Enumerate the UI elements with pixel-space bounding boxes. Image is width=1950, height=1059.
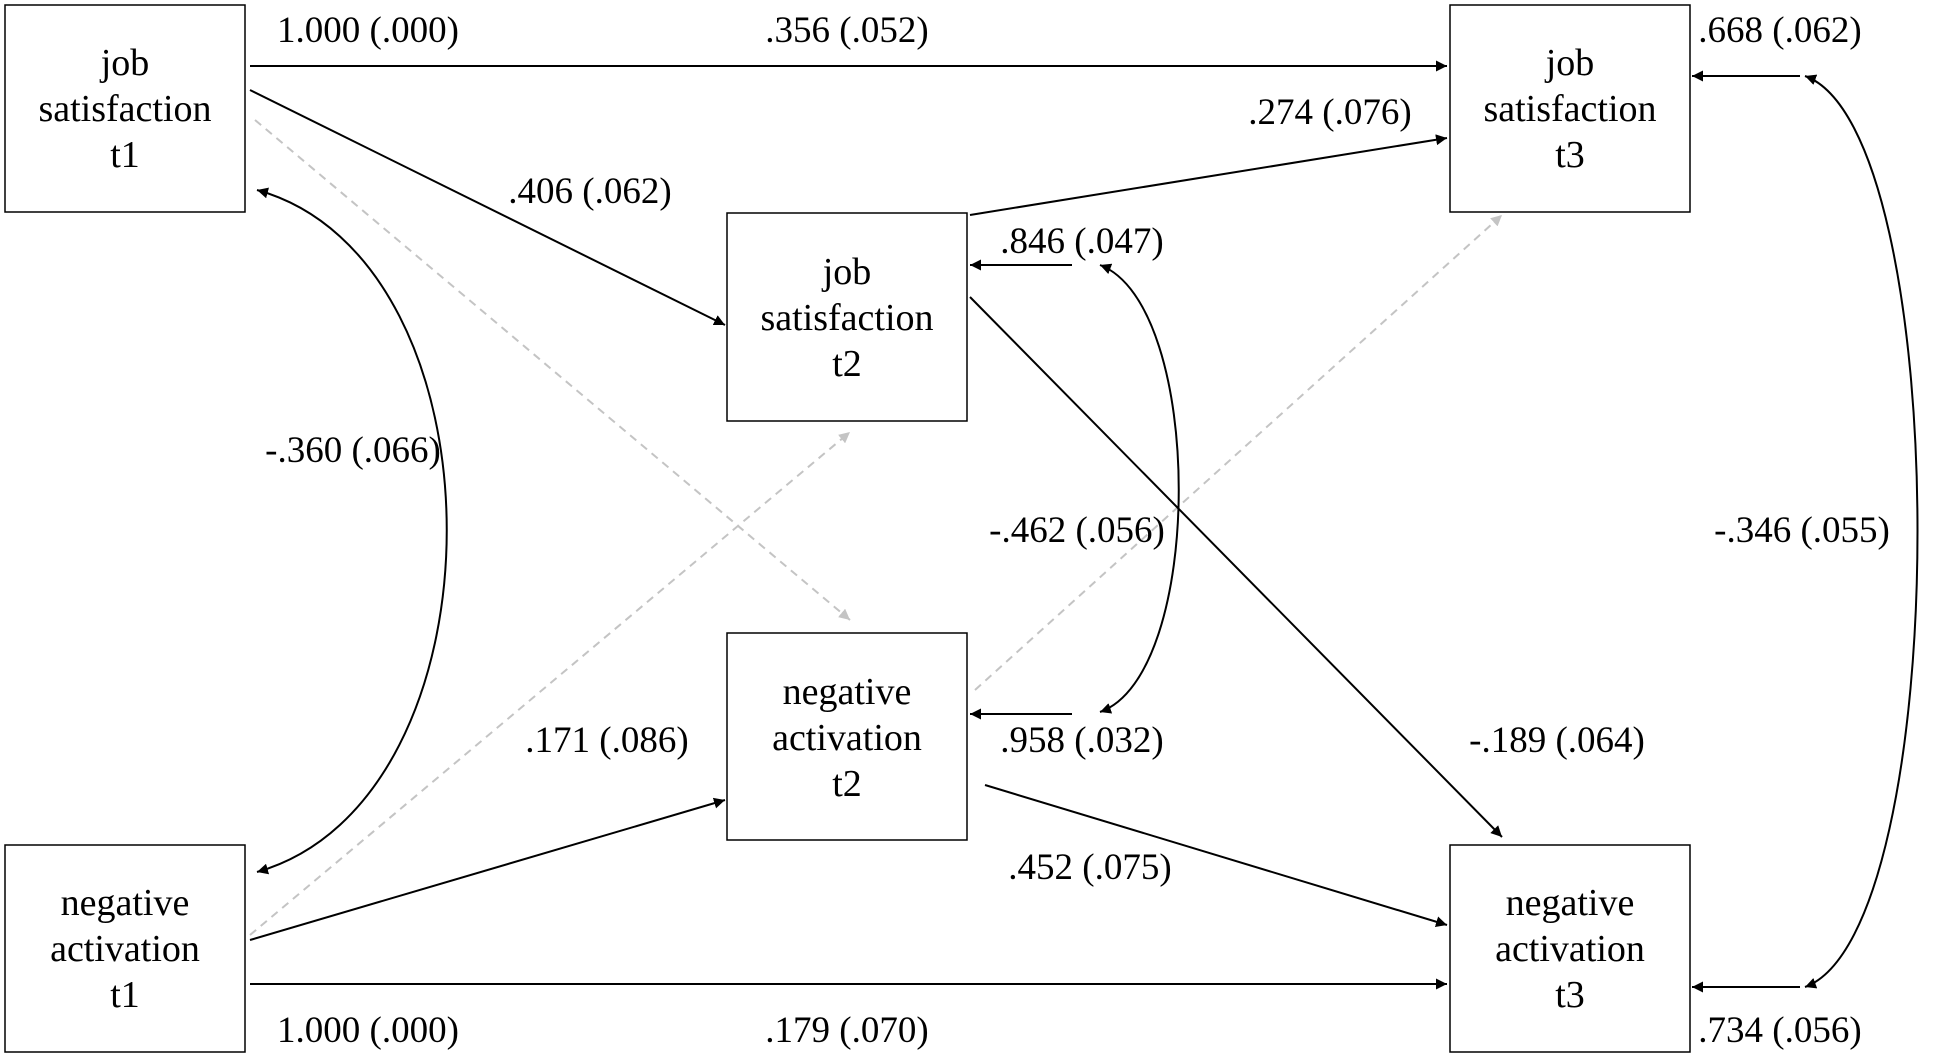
path-na2-to-na3 — [984, 784, 1448, 928]
box-label-line: activation — [50, 928, 200, 970]
box-label-line: negative — [1506, 882, 1635, 924]
path-js2-to-js3 — [969, 134, 1448, 216]
box-job-satisfaction-t3: job satisfaction t3 — [1449, 4, 1691, 213]
path-js1-to-js2 — [249, 89, 726, 326]
covariance-curve-t2 — [1099, 263, 1180, 714]
coef-js1-to-js2: .406 (.062) — [508, 171, 671, 212]
coef-na1-loading: 1.000 (.000) — [277, 1010, 459, 1051]
path-na1-to-na2 — [249, 797, 726, 941]
edges — [249, 60, 1919, 993]
box-job-satisfaction-t1: job satisfaction t1 — [4, 4, 246, 213]
box-negative-activation-t3: negative activation t3 — [1449, 844, 1691, 1053]
coef-js3-residual: .668 (.062) — [1698, 10, 1861, 51]
box-negative-activation-t2: negative activation t2 — [726, 632, 968, 841]
box-label-line: negative — [783, 671, 912, 713]
dashed-path-na2-to-js3 — [974, 214, 1503, 691]
coef-na1-to-na2: .171 (.086) — [525, 720, 688, 761]
coef-js2-residual: .846 (.047) — [1000, 221, 1163, 262]
box-label-line: t2 — [832, 343, 862, 385]
box-label-line: t3 — [1555, 134, 1585, 176]
box-label-line: satisfaction — [760, 297, 933, 339]
coef-js2-to-na3: -.189 (.064) — [1469, 720, 1645, 761]
coef-na2-residual: .958 (.032) — [1000, 720, 1163, 761]
coef-na3-residual: .734 (.056) — [1698, 1010, 1861, 1051]
coef-js1-to-js3: .356 (.052) — [765, 10, 928, 51]
box-label-line: satisfaction — [1483, 88, 1656, 130]
coef-cov-t1: -.360 (.066) — [265, 430, 441, 471]
box-label-line: t1 — [110, 134, 140, 176]
box-label-line: t2 — [832, 763, 862, 805]
box-label-line: negative — [61, 882, 190, 924]
coefficient-labels: 1.000 (.000) .356 (.052) .274 (.076) .66… — [265, 10, 1890, 1051]
dashed-path-na1-to-js2 — [249, 431, 851, 936]
dashed-path-js1-to-na2 — [254, 119, 851, 621]
coef-js1-loading: 1.000 (.000) — [277, 10, 459, 51]
coef-cov-t3: -.346 (.055) — [1714, 510, 1890, 551]
box-job-satisfaction-t2: job satisfaction t2 — [726, 212, 968, 422]
path-js2-to-na3 — [969, 296, 1503, 838]
coef-js2-to-js3: .274 (.076) — [1248, 92, 1411, 133]
covariance-curve-t1 — [256, 187, 448, 875]
box-label-line: job — [99, 42, 150, 84]
box-negative-activation-t1: negative activation t1 — [4, 844, 246, 1053]
box-label-line: t1 — [110, 974, 140, 1016]
box-label-line: satisfaction — [38, 88, 211, 130]
box-label-line: t3 — [1555, 974, 1585, 1016]
coef-cov-t2: -.462 (.056) — [989, 510, 1165, 551]
coef-na1-to-na3: .179 (.070) — [765, 1010, 928, 1051]
covariance-curve-t3 — [1804, 74, 1919, 989]
box-label-line: activation — [1495, 928, 1645, 970]
coef-na2-to-na3: .452 (.075) — [1008, 847, 1171, 888]
box-label-line: job — [1544, 42, 1595, 84]
box-label-line: activation — [772, 717, 922, 759]
box-label-line: job — [821, 251, 872, 293]
